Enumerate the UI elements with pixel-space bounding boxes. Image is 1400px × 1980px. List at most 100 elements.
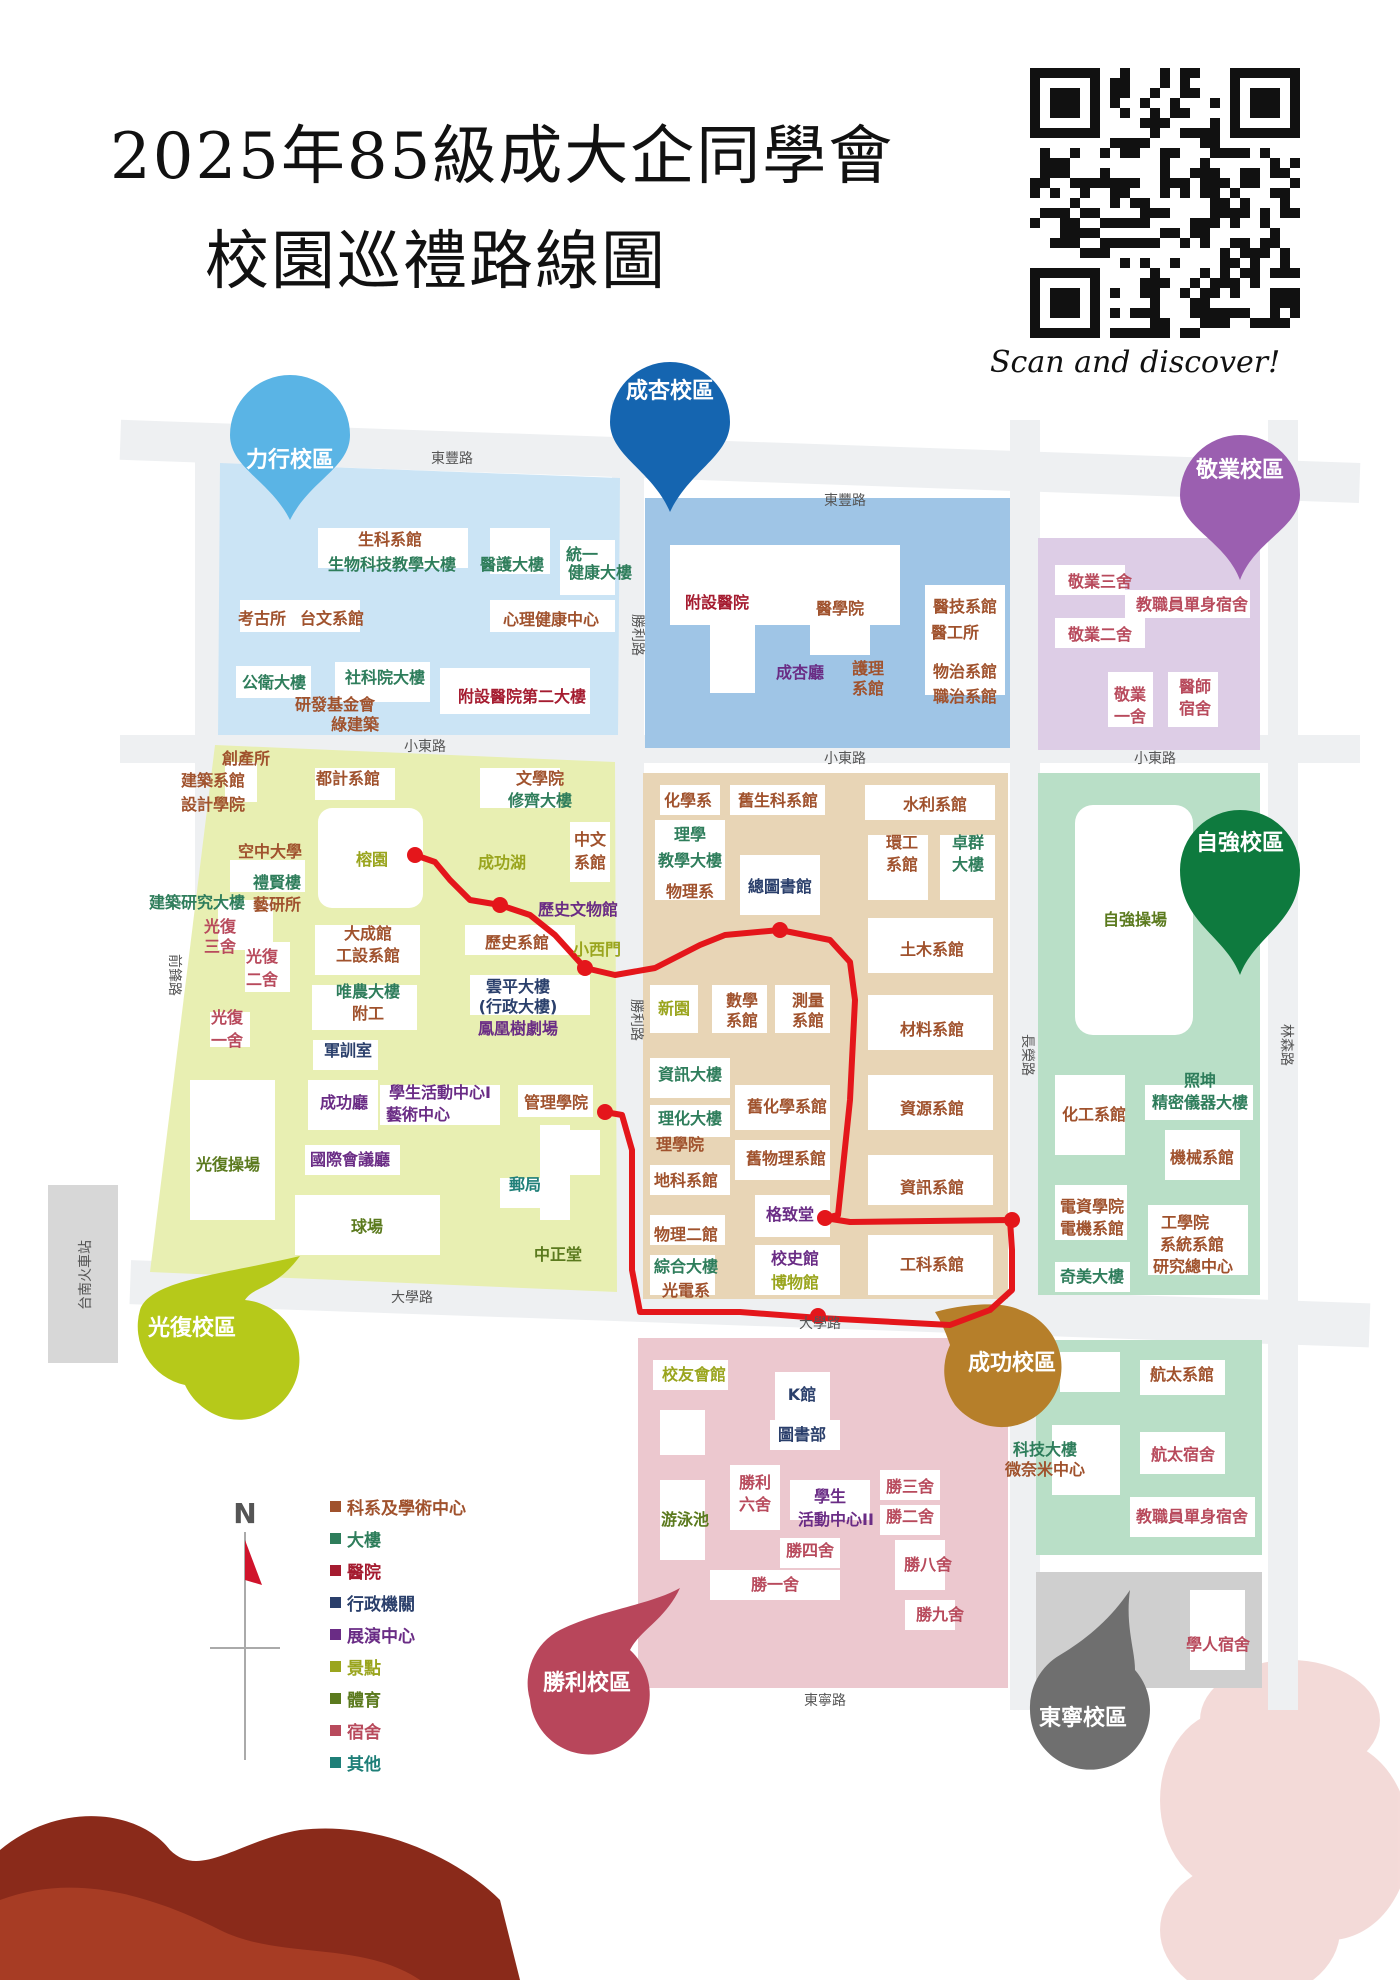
qr-module [1180, 238, 1190, 248]
building-label: 土木系館 [900, 940, 964, 959]
building-label: 電資學院 [1060, 1197, 1124, 1216]
qr-module [1210, 308, 1220, 318]
qr-module [1060, 208, 1070, 218]
qr-module [1200, 228, 1210, 238]
road-label: 東豐路 [431, 451, 473, 467]
qr-module [1200, 178, 1210, 188]
qr-module [1280, 258, 1290, 268]
building-label: 研發基金會 [295, 695, 376, 714]
building-label: 中正堂 [534, 1245, 582, 1264]
north-label: N [233, 1497, 256, 1530]
qr-module [1210, 318, 1220, 328]
campus-pin-lixing[interactable]: 力行校區 [230, 375, 350, 520]
qr-module [1240, 178, 1250, 188]
building-label: (行政大樓) [479, 997, 558, 1016]
qr-module [1070, 218, 1080, 228]
qr-module [1150, 88, 1160, 98]
building-label: 教職員單身宿舍 [1136, 1507, 1249, 1526]
building-label: 航太系館 [1150, 1365, 1214, 1384]
qr-module [1160, 168, 1170, 178]
qr-module [1150, 108, 1160, 118]
campus-pin-chenggong[interactable]: 成功校區 [935, 1304, 1062, 1428]
qr-finder [1050, 288, 1080, 318]
qr-module [1290, 308, 1300, 318]
building-label: 精密儀器大樓 [1152, 1093, 1248, 1112]
qr-module [1100, 218, 1110, 228]
building-label: 學生活動中心I [389, 1083, 491, 1102]
building-label: 活動中心II [798, 1510, 874, 1529]
qr-finder [1250, 88, 1280, 118]
qr-module [1180, 78, 1190, 88]
campus-pin-shengli[interactable]: 勝利校區 [527, 1588, 680, 1755]
qr-module [1140, 278, 1150, 288]
qr-module [1210, 198, 1220, 208]
qr-module [1040, 178, 1050, 188]
qr-module [1140, 98, 1150, 108]
qr-module [1040, 158, 1050, 168]
campus-pin-dongning[interactable]: 東寧校區 [1029, 1590, 1150, 1770]
qr-module [1140, 138, 1150, 148]
qr-module [1220, 198, 1230, 208]
qr-module [1240, 208, 1250, 218]
qr-module [1040, 168, 1050, 178]
qr-module [1200, 298, 1210, 308]
road-label: 小東路 [404, 739, 446, 755]
qr-module [1100, 168, 1110, 178]
building-label: 勝三舍 [886, 1477, 935, 1496]
campus-pin-chengxing[interactable]: 成杏校區 [610, 362, 730, 512]
qr-module [1210, 218, 1220, 228]
road-labels: 東豐路東豐路勝利路小東路小東路小東路前鋒路勝利路長榮路林森路大學路大學路東寧路 [166, 451, 1294, 1709]
building-label: 自強操場 [1103, 910, 1167, 929]
qr-module [1040, 208, 1050, 218]
qr-module [1140, 238, 1150, 248]
building-label: 藝研所 [253, 895, 301, 914]
qr-module [1070, 238, 1080, 248]
building-label: 舊物理系館 [746, 1149, 826, 1168]
title-line-1: 2025年85級成大企同學會 [110, 120, 895, 194]
campus-pin-ziqiang[interactable]: 自強校區 [1180, 810, 1300, 975]
qr-module [1180, 178, 1190, 188]
qr-module [1250, 278, 1260, 288]
qr-module [1120, 238, 1130, 248]
building-label: 醫工所 [931, 623, 979, 642]
building-label: 勝四舍 [786, 1541, 835, 1560]
qr-code[interactable] [1030, 68, 1300, 338]
building-label: 光復操場 [195, 1155, 260, 1174]
building-label: 系館 [726, 1011, 758, 1030]
qr-module [1210, 118, 1220, 128]
campus-label-chengxing: 成杏校區 [626, 378, 714, 404]
building-label: 化工系館 [1062, 1105, 1126, 1124]
qr-module [1150, 208, 1160, 218]
qr-module [1120, 178, 1130, 188]
building-label: 教學大樓 [658, 851, 722, 870]
legend-label: 展演中心 [347, 1626, 415, 1647]
qr-module [1160, 278, 1170, 288]
building-label: 生科系館 [358, 530, 422, 549]
qr-module [1110, 88, 1120, 98]
qr-module [1200, 318, 1210, 328]
qr-module [1150, 128, 1160, 138]
legend-swatch [330, 1660, 341, 1672]
campus-pin-guangfu[interactable]: 光復校區 [137, 1256, 300, 1420]
building-label: 小西門 [573, 940, 621, 959]
qr-module [1110, 138, 1120, 148]
qr-finder [1050, 88, 1080, 118]
qr-module [1080, 208, 1090, 218]
qr-module [1150, 288, 1160, 298]
qr-module [1200, 158, 1210, 168]
legend-item: 宿舍 [330, 1714, 466, 1746]
building-label: 台文系館 [300, 609, 364, 628]
building-label: 系館 [852, 679, 884, 698]
qr-module [1150, 318, 1160, 328]
building-label: 系統系館 [1160, 1235, 1224, 1254]
qr-module [1270, 298, 1280, 308]
building-label: 水利系館 [903, 795, 967, 814]
qr-module [1200, 138, 1210, 148]
qr-module [1190, 88, 1200, 98]
campus-pin-jingye[interactable]: 敬業校區 [1180, 435, 1300, 580]
qr-module [1250, 258, 1260, 268]
qr-module [1060, 238, 1070, 248]
road-label: 小東路 [1134, 751, 1176, 767]
qr-module [1170, 98, 1180, 108]
road-label: 長榮路 [1019, 1034, 1035, 1076]
